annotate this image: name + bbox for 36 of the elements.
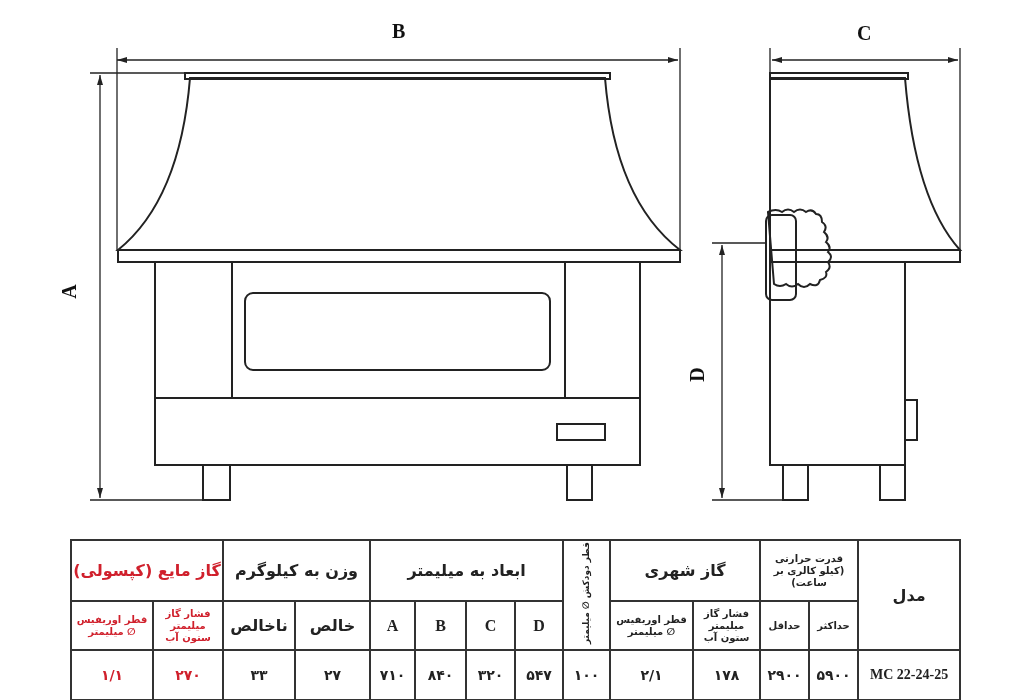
column-header: قطر دودکش ∅ میلیمتر: [563, 540, 611, 651]
sub-header: حداقل: [760, 601, 810, 651]
data-value: ۳۳: [223, 650, 296, 700]
data-value: ۲۷۰: [153, 650, 223, 700]
sub-header: C: [466, 601, 516, 651]
column-header: گاز شهری: [610, 540, 761, 602]
sub-header: فشار گاز میلیمتر ستون آب: [153, 601, 223, 651]
sub-header: D: [515, 601, 564, 651]
column-header: مدل: [858, 540, 961, 651]
data-value: ۷۱۰: [370, 650, 416, 700]
sub-header: B: [415, 601, 467, 651]
dimension-label: C: [857, 22, 872, 45]
model-number: MC 22-24-25: [858, 650, 961, 700]
column-header: وزن به کیلوگرم: [223, 540, 371, 602]
data-value: ۱/۱: [71, 650, 153, 700]
dimension-label: A: [57, 284, 81, 299]
column-header: ابعاد به میلیمتر: [370, 540, 564, 602]
data-value: ۱۷۸: [693, 650, 761, 700]
data-value: ۵۹۰۰: [809, 650, 859, 700]
sub-header: قطر اوریفیس ∅ میلیمتر: [71, 601, 153, 651]
sub-header: خالص: [295, 601, 371, 651]
data-value: ۸۴۰: [415, 650, 467, 700]
dimension-label: D: [685, 367, 709, 382]
data-value: ۲۷: [295, 650, 371, 700]
sub-header: حداکثر: [809, 601, 859, 651]
column-header: گاز مایع (کپسولی): [71, 540, 223, 602]
data-value: ۵۴۷: [515, 650, 564, 700]
data-value: ۲۹۰۰: [760, 650, 810, 700]
sub-header: A: [370, 601, 416, 651]
column-header: قدرت حرارتی (کیلو کالری بر ساعت): [760, 540, 859, 602]
sub-header: ناخالص: [223, 601, 296, 651]
data-value: ۱۰۰: [563, 650, 611, 700]
sub-header: فشار گاز میلیمتر ستون آب: [693, 601, 761, 651]
data-value: ۳۲۰: [466, 650, 516, 700]
data-value: ۲/۱: [610, 650, 694, 700]
dimension-label: B: [392, 20, 406, 43]
